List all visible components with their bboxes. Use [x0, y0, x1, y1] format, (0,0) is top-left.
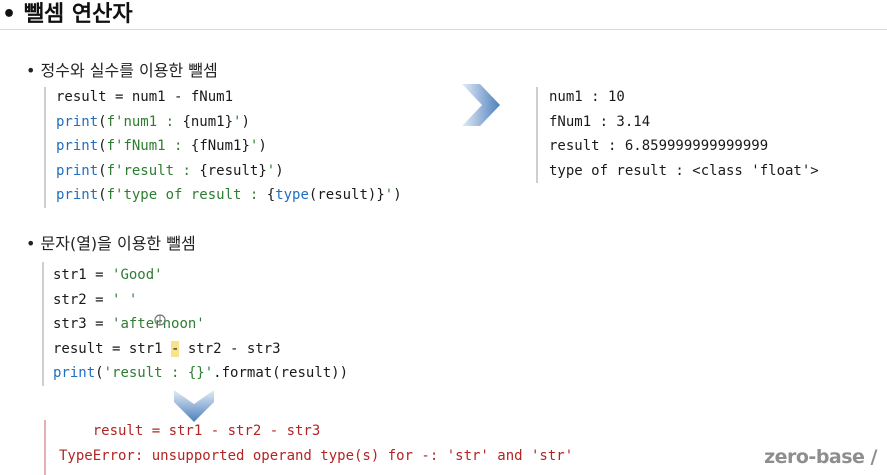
- code-token: (: [98, 187, 107, 203]
- code-token: result = num1 - fNum1: [56, 89, 234, 105]
- code-token: ): [258, 138, 267, 154]
- code-token: ): [241, 113, 250, 130]
- section-heading-int-float: • 정수와 실수를 이용한 뺄셈: [26, 61, 218, 80]
- code-token: ': [233, 113, 242, 130]
- code-token: result = str1: [53, 340, 172, 357]
- error-block-border: [44, 420, 46, 475]
- code-token: (result)}: [308, 187, 385, 203]
- code-token: (: [98, 113, 107, 130]
- code-token: ): [393, 187, 402, 203]
- code-token: str3 =: [53, 316, 113, 332]
- code-token: (: [98, 138, 107, 154]
- title-divider: [0, 29, 887, 30]
- code-token: print: [56, 113, 99, 130]
- error-line: result = str1 - str2 - str3: [59, 423, 321, 439]
- code-token: f'result :: [106, 162, 200, 179]
- arrow-right-icon: [462, 84, 500, 126]
- code-line: print(f'result : {result}'): [56, 159, 402, 184]
- code-token: (: [95, 365, 104, 381]
- code-token: f'fNum1 :: [106, 138, 191, 154]
- code-line: result = str1 - str2 - str3: [53, 337, 348, 362]
- page-title: • 뺄셈 연산자: [2, 2, 133, 27]
- mouse-cursor-icon: [154, 314, 166, 326]
- output-block-border: [536, 87, 538, 183]
- error-line: TypeError: unsupported operand type(s) f…: [59, 447, 574, 464]
- code-token: {fNum1}: [190, 138, 250, 154]
- output-line: fNum1 : 3.14: [549, 113, 651, 130]
- output-block-int-float: num1 : 10 fNum1 : 3.14 result : 6.85999999…: [549, 85, 819, 183]
- code-line: str2 = ' ': [53, 288, 348, 313]
- code-line: print(f'num1 : {num1}'): [56, 110, 402, 135]
- code-token: print: [56, 162, 99, 179]
- output-line: result : 6.859999999999999: [549, 138, 769, 154]
- code-token: {num1}: [182, 113, 234, 130]
- code-token: {result}: [199, 162, 267, 179]
- code-block-string: str1 = 'Good'str2 = ' 'str3 = 'afternoon…: [53, 263, 348, 386]
- code-line: str3 = 'afternoon': [53, 312, 348, 337]
- output-line: num1 : 10: [549, 89, 625, 105]
- code-block-border: [44, 87, 46, 208]
- code-token: -: [171, 340, 180, 357]
- brand-logo: zero-base /: [764, 446, 877, 468]
- code-token: ': [266, 162, 276, 179]
- code-token: print: [56, 138, 99, 154]
- code-line: print(f'type of result : {type(result)}'…: [56, 183, 402, 208]
- code-token: ': [384, 187, 394, 203]
- code-token: print: [53, 365, 96, 381]
- code-token: str2 - str3: [179, 340, 281, 357]
- code-token: .format(result)): [213, 365, 349, 381]
- code-line: str1 = 'Good': [53, 263, 348, 288]
- code-token: 'afternoon': [112, 316, 205, 332]
- arrow-down-icon: [174, 390, 214, 422]
- code-line: print(f'fNum1 : {fNum1}'): [56, 134, 402, 159]
- code-token: str2 =: [53, 291, 113, 308]
- code-block-border-2: [42, 262, 44, 386]
- code-token: f'type of result :: [106, 187, 267, 203]
- code-token: 'result : {}': [103, 365, 214, 381]
- code-token: ): [275, 162, 284, 179]
- code-token: {: [266, 187, 276, 203]
- code-token: 'Good': [112, 267, 163, 283]
- code-token: ' ': [112, 291, 138, 308]
- code-token: (: [98, 162, 107, 179]
- output-line: type of result : <class 'float'>: [549, 162, 819, 179]
- code-token: ': [249, 138, 259, 154]
- code-token: type: [275, 187, 309, 203]
- section-heading-string: • 문자(열)을 이용한 뺄셈: [26, 234, 196, 253]
- code-token: str1 =: [53, 267, 113, 283]
- code-token: f'num1 :: [106, 113, 183, 130]
- code-token: print: [56, 187, 99, 203]
- code-line: result = num1 - fNum1: [56, 85, 402, 110]
- code-line: print('result : {}'.format(result)): [53, 361, 348, 386]
